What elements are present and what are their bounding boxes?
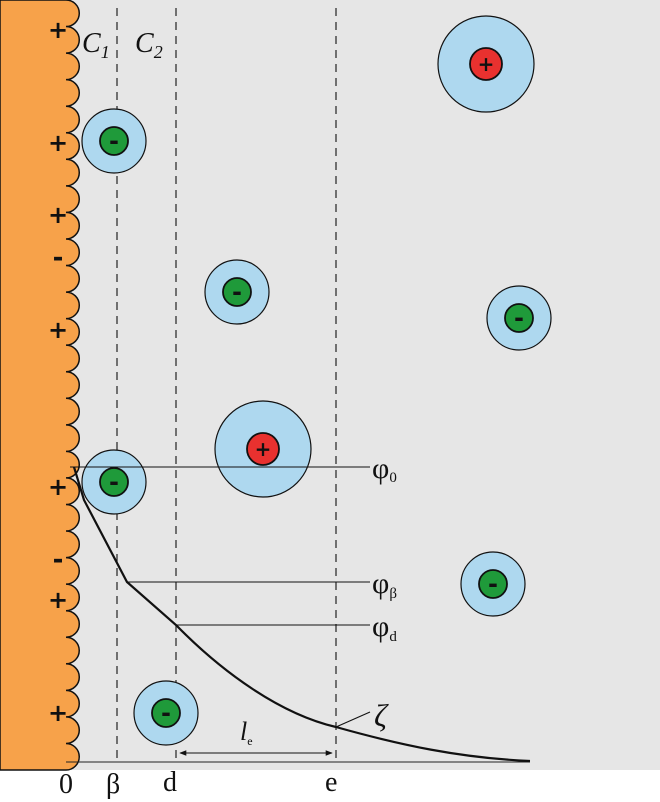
surface-charge-sign: + bbox=[48, 316, 68, 344]
phid-label: φd bbox=[372, 610, 397, 645]
axis-d-label: d bbox=[163, 767, 177, 798]
surface-charge-sign: + bbox=[48, 586, 68, 614]
phi0-label: φ0 bbox=[372, 452, 397, 486]
ion-charge-sign: + bbox=[478, 52, 495, 76]
surface-charge-sign: + bbox=[48, 201, 68, 229]
anion-ion: - bbox=[81, 449, 147, 515]
cation-ion: + bbox=[214, 400, 312, 498]
potential-curve bbox=[72, 466, 531, 763]
axis-e-label: e bbox=[325, 767, 337, 798]
axis-zero-label: 0 bbox=[59, 769, 73, 800]
anion-core bbox=[99, 467, 129, 497]
charged-surface bbox=[0, 0, 81, 771]
surface-charge-sign: - bbox=[53, 243, 64, 273]
surface-charge-sign: + bbox=[48, 473, 68, 501]
anion-core bbox=[99, 126, 129, 156]
anion-core bbox=[478, 569, 508, 599]
ion-charge-sign: - bbox=[488, 570, 498, 598]
anion-core bbox=[504, 303, 534, 333]
ion-charge-sign: - bbox=[514, 304, 524, 332]
axis-beta-label: β bbox=[106, 769, 120, 800]
surface-charges: + + + - + + - + + bbox=[48, 16, 68, 727]
cation-core bbox=[246, 432, 280, 466]
anion-ion: - bbox=[81, 108, 147, 174]
surface-charge-sign: + bbox=[48, 129, 68, 157]
c2-label: C2 bbox=[135, 28, 163, 62]
ion-charge-sign: - bbox=[109, 127, 119, 155]
anion-core bbox=[222, 277, 252, 307]
anion-ion: - bbox=[460, 551, 526, 617]
anion-ion: - bbox=[204, 259, 270, 325]
zeta-leader bbox=[335, 711, 371, 728]
cation-ion: + bbox=[437, 15, 535, 113]
ion-charge-sign: - bbox=[161, 699, 171, 727]
ion-charge-sign: + bbox=[255, 437, 272, 461]
zeta-label: ζ bbox=[374, 697, 389, 733]
c1-label: C1 bbox=[82, 28, 110, 62]
surface-charge-sign: - bbox=[53, 545, 64, 575]
anion-core bbox=[151, 698, 181, 728]
ion-charge-sign: - bbox=[109, 468, 119, 496]
ion-charge-sign: - bbox=[232, 278, 242, 306]
leader-lines bbox=[70, 466, 371, 728]
phib-label: φβ bbox=[372, 567, 397, 602]
anion-ion: - bbox=[486, 285, 552, 351]
surface-charge-sign: + bbox=[48, 699, 68, 727]
surface-charge-sign: + bbox=[48, 16, 68, 44]
anion-ion: - bbox=[133, 680, 199, 746]
le-label: le bbox=[240, 717, 253, 748]
ions-layer: - - - - + + - - bbox=[81, 15, 552, 746]
cation-core bbox=[469, 47, 503, 81]
